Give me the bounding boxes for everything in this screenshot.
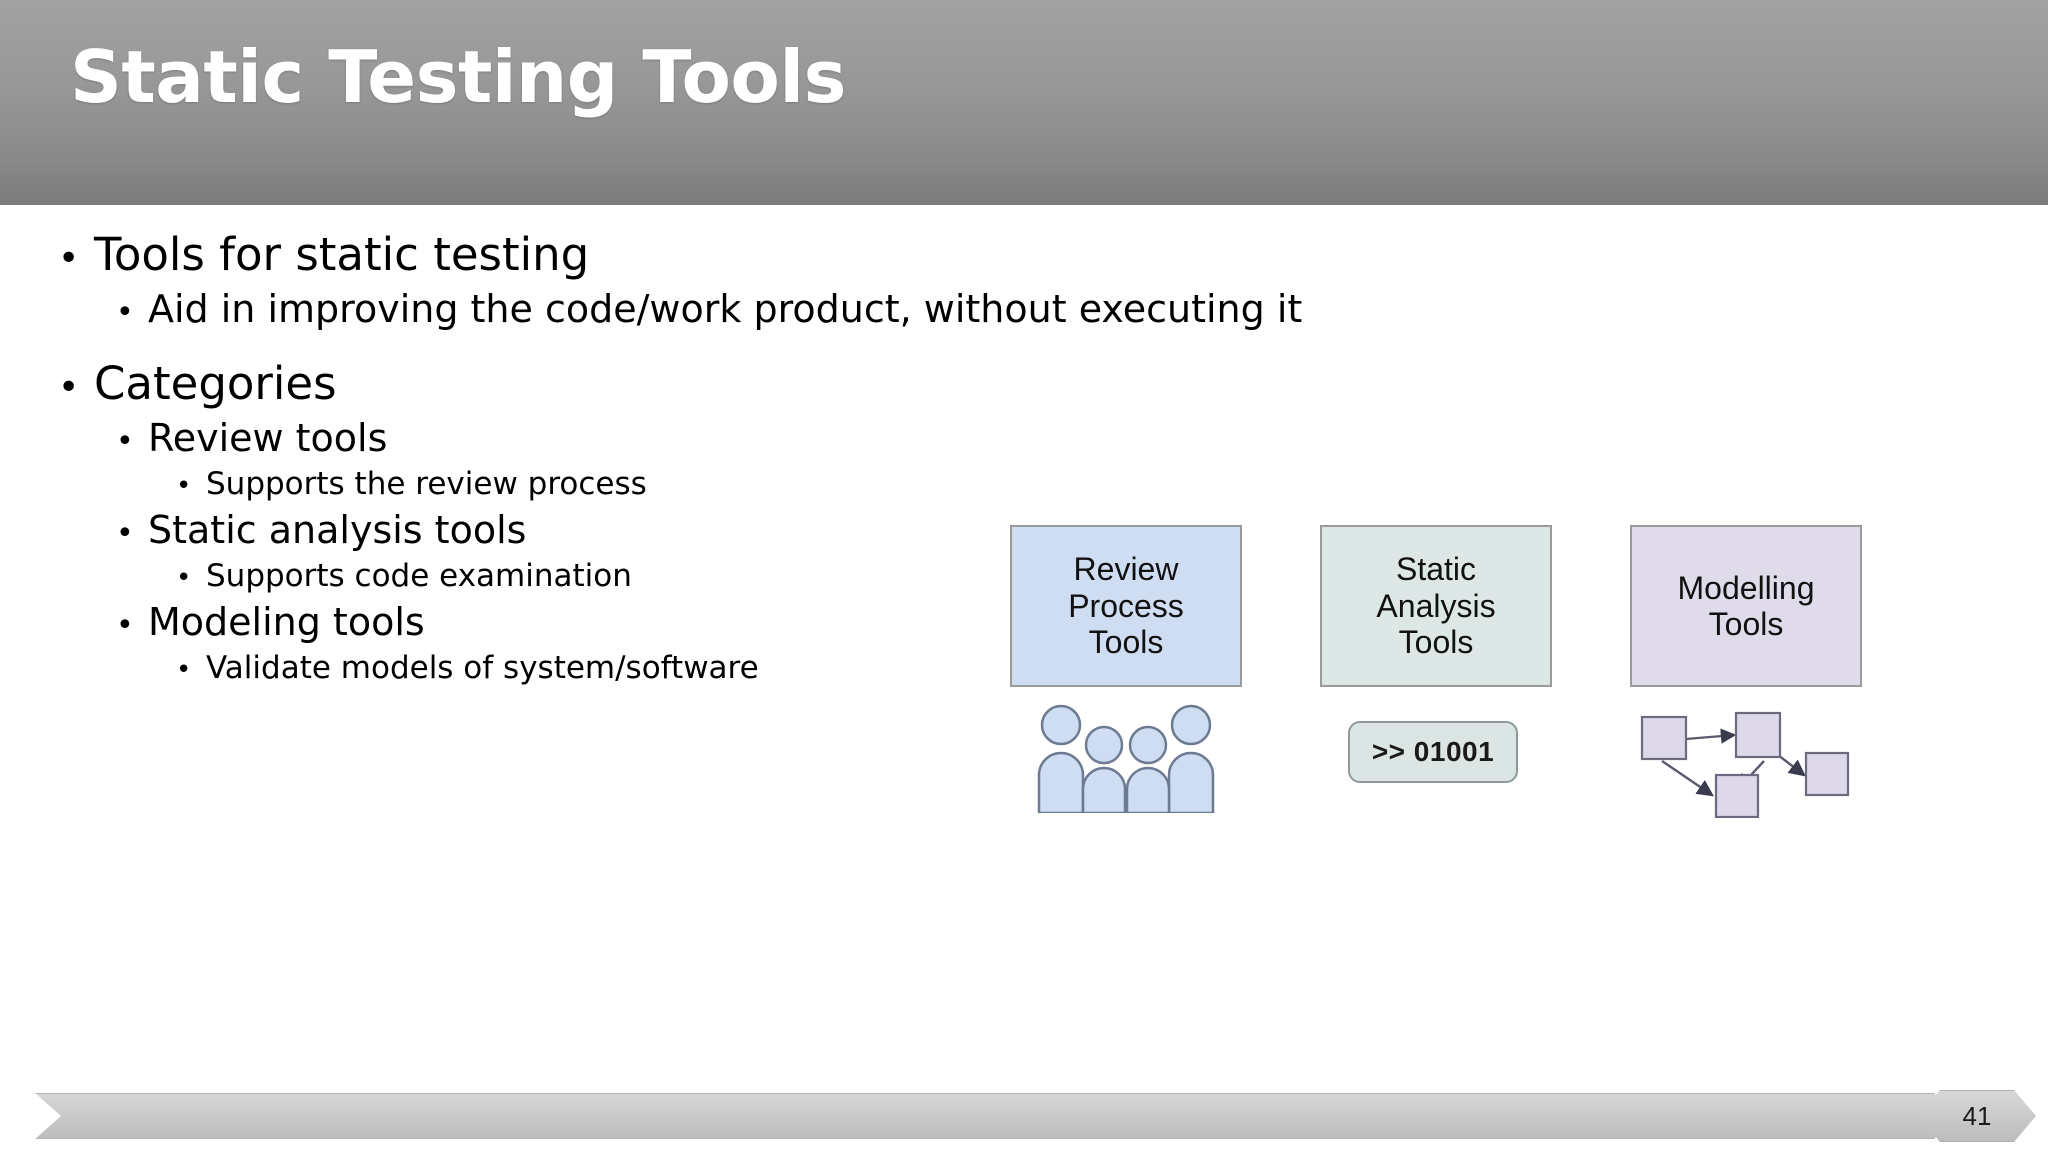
bullet-marker-icon: • xyxy=(58,238,80,279)
bullet-marker-icon: • xyxy=(176,563,192,593)
diagram-box-line2: Tools xyxy=(1708,606,1784,642)
page-number-badge: 41 xyxy=(1918,1090,2036,1142)
diagram-box-line1: Review xyxy=(1073,551,1179,588)
bullet-text: Supports code examination xyxy=(206,558,632,594)
bullet-marker-icon: • xyxy=(116,608,134,643)
bullet-text: Validate models of system/software xyxy=(206,650,759,686)
diagram-box-line1: Modelling xyxy=(1677,569,1815,606)
bullet-text: Tools for static testing xyxy=(94,228,590,281)
bullet-marker-icon: • xyxy=(176,655,192,685)
bullet-marker-icon: • xyxy=(116,516,134,551)
diagram-box-line1: Static xyxy=(1395,551,1477,588)
bullet-level3-supports-review-process: • Supports the review process xyxy=(58,466,1238,502)
bullet-marker-icon: • xyxy=(58,367,80,408)
diagram-column-review-process-tools: Review Process Tools xyxy=(1010,525,1242,813)
bullet-level2-modeling-tools: • Modeling tools xyxy=(58,600,1238,644)
bullet-level3-validate-models: • Validate models of system/software xyxy=(58,650,1238,686)
diagram-box-modelling-tools: Modelling Tools xyxy=(1630,525,1862,687)
spacer xyxy=(58,337,1238,357)
bullet-text: Review tools xyxy=(148,416,388,460)
bullet-level2-static-analysis-tools: • Static analysis tools xyxy=(58,508,1238,552)
bullet-text: Modeling tools xyxy=(148,600,425,644)
binary-code-icon: >> 01001 xyxy=(1348,721,1518,783)
bullet-text: Aid in improving the code/work product, … xyxy=(148,287,1303,331)
bullet-text: Static analysis tools xyxy=(148,508,527,552)
bullet-level2-review-tools: • Review tools xyxy=(58,416,1238,460)
diagram-column-modelling-tools: Modelling Tools xyxy=(1630,525,1862,819)
node-graph-icon xyxy=(1630,703,1862,823)
bullet-level3-supports-code-examination: • Supports code examination xyxy=(58,558,1238,594)
footer-ribbon: 41 xyxy=(0,1093,2048,1143)
bullet-level2-aid-in-improving: • Aid in improving the code/work product… xyxy=(58,287,1302,331)
diagram-box-line2: Analysis xyxy=(1376,587,1496,624)
bullet-marker-icon: • xyxy=(116,424,134,459)
bullet-level1-categories: • Categories xyxy=(58,357,1238,410)
diagram-box-line2: Process xyxy=(1068,587,1184,624)
diagram-box-review-process-tools: Review Process Tools xyxy=(1010,525,1242,687)
bullet-marker-icon: • xyxy=(176,471,192,501)
title-banner: Static Testing Tools xyxy=(0,0,2048,205)
bullet-text: Categories xyxy=(94,357,337,410)
diagram-box-line3: Tools xyxy=(1398,624,1474,661)
page-title: Static Testing Tools xyxy=(70,35,846,119)
bullet-list: • Tools for static testing • Aid in impr… xyxy=(58,228,1302,692)
ribbon-shape xyxy=(35,1093,1960,1139)
bullet-level1-tools-for-static-testing: • Tools for static testing xyxy=(58,228,1238,281)
bullet-marker-icon: • xyxy=(116,295,134,330)
bullet-text: Supports the review process xyxy=(206,466,647,502)
diagram-box-static-analysis-tools: Static Analysis Tools xyxy=(1320,525,1552,687)
diagram-box-line3: Tools xyxy=(1088,624,1164,661)
diagram-column-static-analysis-tools: Static Analysis Tools >> 01001 xyxy=(1320,525,1552,783)
tool-categories-diagram: Review Process Tools xyxy=(1010,525,1910,895)
people-group-icon xyxy=(1010,703,1242,823)
